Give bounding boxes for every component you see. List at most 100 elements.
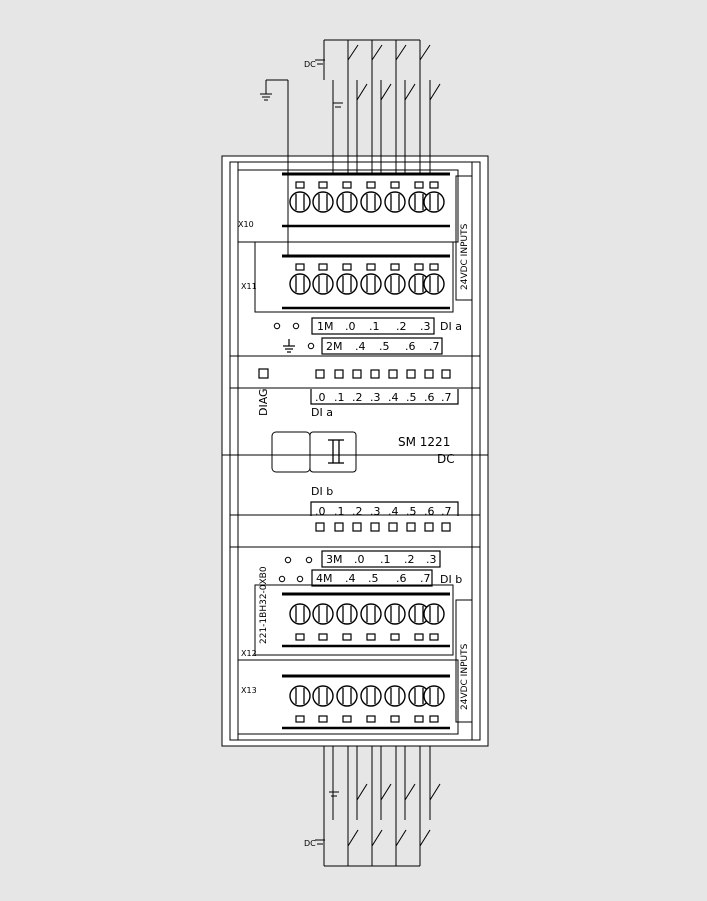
side-label-bottom: 24VDC INPUTS: [460, 643, 470, 710]
terminal-slot: [295, 181, 305, 189]
terminal-screw[interactable]: [384, 603, 406, 625]
terminal-label: .6: [396, 572, 407, 585]
terminal-label: .2: [404, 553, 415, 566]
led-number: .2: [352, 505, 363, 518]
terminal-screw[interactable]: [312, 191, 334, 213]
terminal-slot: [295, 715, 305, 723]
terminal-screw[interactable]: [336, 603, 358, 625]
input-led-a: [424, 369, 434, 379]
connector-x11-label: X11: [241, 282, 257, 291]
terminal-label: .0: [354, 553, 365, 566]
terminal-slot: [318, 263, 328, 271]
terminal-screw[interactable]: [312, 685, 334, 707]
terminal-slot: [429, 181, 439, 189]
ground-icon: [283, 339, 295, 353]
terminal-slot: [318, 715, 328, 723]
led-number: .7: [441, 505, 452, 518]
terminal-slot: [390, 181, 400, 189]
terminal-screw[interactable]: [384, 685, 406, 707]
led-number: .5: [406, 391, 417, 404]
terminal-screw[interactable]: [336, 685, 358, 707]
bottom-terminal-labels: 3M.0.1.2.3 4M.4.5.6.7 DI b: [311, 550, 462, 587]
terminal-screw[interactable]: [423, 191, 445, 213]
led-number: .4: [388, 505, 399, 518]
terminal-label: .1: [380, 553, 391, 566]
terminal-screw[interactable]: [408, 603, 430, 625]
input-led-a: [370, 369, 380, 379]
terminal-screw[interactable]: [360, 603, 382, 625]
terminal-screw[interactable]: [423, 685, 445, 707]
terminal-screw[interactable]: [360, 191, 382, 213]
input-led-a: [334, 369, 344, 379]
terminal-slot: [414, 181, 424, 189]
terminal-screw[interactable]: [289, 603, 311, 625]
terminal-slot: [429, 633, 439, 641]
led-number: .0: [315, 505, 326, 518]
terminal-screw[interactable]: [289, 685, 311, 707]
terminal-label: 1M: [317, 320, 334, 333]
input-led-b: [334, 522, 344, 532]
terminal-screw[interactable]: [423, 603, 445, 625]
terminal-screw[interactable]: [289, 191, 311, 213]
led-number: .5: [406, 505, 417, 518]
terminal-slot: [414, 715, 424, 723]
terminal-block-x12: [282, 592, 450, 648]
bottom-led-label: DI b: [311, 485, 333, 498]
led-number: .7: [441, 391, 452, 404]
terminal-slot: [429, 263, 439, 271]
terminal-blocks: [282, 172, 450, 730]
terminal-label: .2: [396, 320, 407, 333]
bottom-group-label: DI b: [440, 573, 462, 586]
input-led-b: [406, 522, 416, 532]
terminal-screw[interactable]: [312, 273, 334, 295]
led-number: .2: [352, 391, 363, 404]
terminal-screw[interactable]: [360, 273, 382, 295]
terminal-slot: [366, 715, 376, 723]
top-group-label: DI a: [440, 320, 462, 333]
terminal-slot: [414, 633, 424, 641]
terminal-slot: [342, 633, 352, 641]
terminal-slot: [414, 263, 424, 271]
terminal-label: 4M: [316, 572, 333, 585]
dc-supply-bottom-label: DC: [304, 839, 316, 848]
terminal-label: .5: [379, 340, 390, 353]
led-number: .3: [370, 505, 381, 518]
terminal-screw[interactable]: [384, 191, 406, 213]
terminal-screw[interactable]: [312, 603, 334, 625]
top-led-numbers: .0.1.2.3.4.5.6.7: [310, 389, 459, 405]
diag-label: DIAG: [257, 388, 270, 416]
input-led-a: [441, 369, 451, 379]
terminal-slot: [342, 263, 352, 271]
led-number: .0: [315, 391, 326, 404]
terminal-slot: [366, 181, 376, 189]
led-number: .6: [424, 391, 435, 404]
terminal-slot: [366, 263, 376, 271]
input-led-a: [388, 369, 398, 379]
terminal-label: .0: [345, 320, 356, 333]
terminal-slot: [429, 715, 439, 723]
terminal-screw[interactable]: [423, 273, 445, 295]
terminal-label: .5: [368, 572, 379, 585]
terminal-label: .7: [429, 340, 440, 353]
side-label-top: 24VDC INPUTS: [460, 223, 470, 290]
status-leds: [258, 368, 451, 532]
terminal-block-x10: [282, 172, 450, 228]
field-wiring: [260, 39, 441, 867]
terminal-screw[interactable]: [336, 273, 358, 295]
terminal-label: 2M: [326, 340, 343, 353]
terminal-label: .7: [420, 572, 431, 585]
terminal-screw[interactable]: [336, 191, 358, 213]
led-number: .6: [424, 505, 435, 518]
led-number: .3: [370, 391, 381, 404]
terminal-screw[interactable]: [384, 273, 406, 295]
latch-icon: [328, 439, 344, 464]
terminal-block-x11: [282, 254, 450, 310]
input-led-b: [441, 522, 451, 532]
terminal-screw[interactable]: [360, 685, 382, 707]
module-name: SM 1221: [398, 435, 450, 449]
terminal-slot: [390, 263, 400, 271]
terminal-screw[interactable]: [289, 273, 311, 295]
terminal-slot: [318, 181, 328, 189]
terminal-slot: [366, 633, 376, 641]
